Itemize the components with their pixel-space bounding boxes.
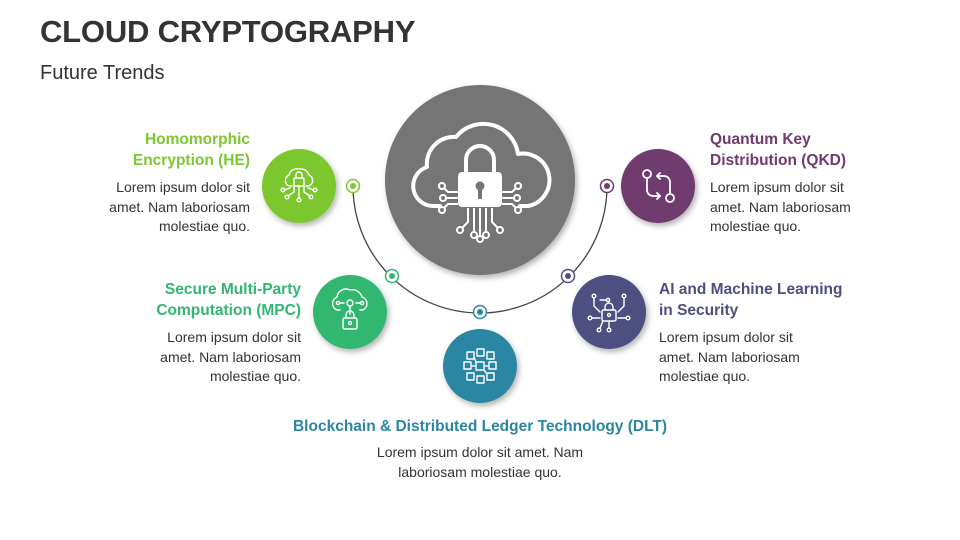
circuit-traces: [438, 182, 522, 243]
cloud-network-icon: [280, 168, 318, 203]
arc-marker-mpc: [384, 268, 400, 284]
he-description: Lorem ipsum dolor sit amet. Nam laborios…: [109, 179, 250, 234]
dlt-circle: [443, 329, 517, 403]
he-title: Homomorphic Encryption (HE): [132, 131, 250, 169]
mpc-circle: [313, 275, 387, 349]
dlt-description: Lorem ipsum dolor sit amet. Nam laborios…: [376, 444, 584, 480]
ai-circle: [572, 275, 646, 349]
blockchain-icon: [463, 348, 497, 384]
arc-marker-ai: [560, 268, 576, 284]
circuit-lock-icon: [587, 293, 631, 333]
qkd-circle: [621, 149, 695, 223]
ai-title: AI and Machine Learning in Security: [659, 281, 843, 319]
arc-marker-qkd: [599, 178, 615, 194]
qkd-title: Quantum Key Distribution (QKD): [710, 131, 847, 169]
ai-description: Lorem ipsum dolor sit amet. Nam laborios…: [659, 329, 800, 384]
arc-marker-he: [345, 178, 361, 194]
page-title: CLOUD CRYPTOGRAPHY: [40, 14, 416, 49]
mpc-title: Secure Multi-Party Computation (MPC): [156, 281, 301, 319]
page-subtitle: Future Trends: [40, 62, 165, 84]
cloud-lock-icon: [411, 121, 552, 208]
he-circle: [262, 149, 336, 223]
arc-marker-dlt: [472, 304, 488, 320]
dlt-title: Blockchain & Distributed Ledger Technolo…: [292, 418, 668, 435]
key-exchange-icon: [642, 169, 675, 203]
center-circle: [385, 85, 575, 275]
qkd-description: Lorem ipsum dolor sit amet. Nam laborios…: [710, 179, 851, 234]
mpc-description: Lorem ipsum dolor sit amet. Nam laborios…: [160, 329, 301, 384]
cloud-lock-network-icon: [331, 288, 368, 330]
